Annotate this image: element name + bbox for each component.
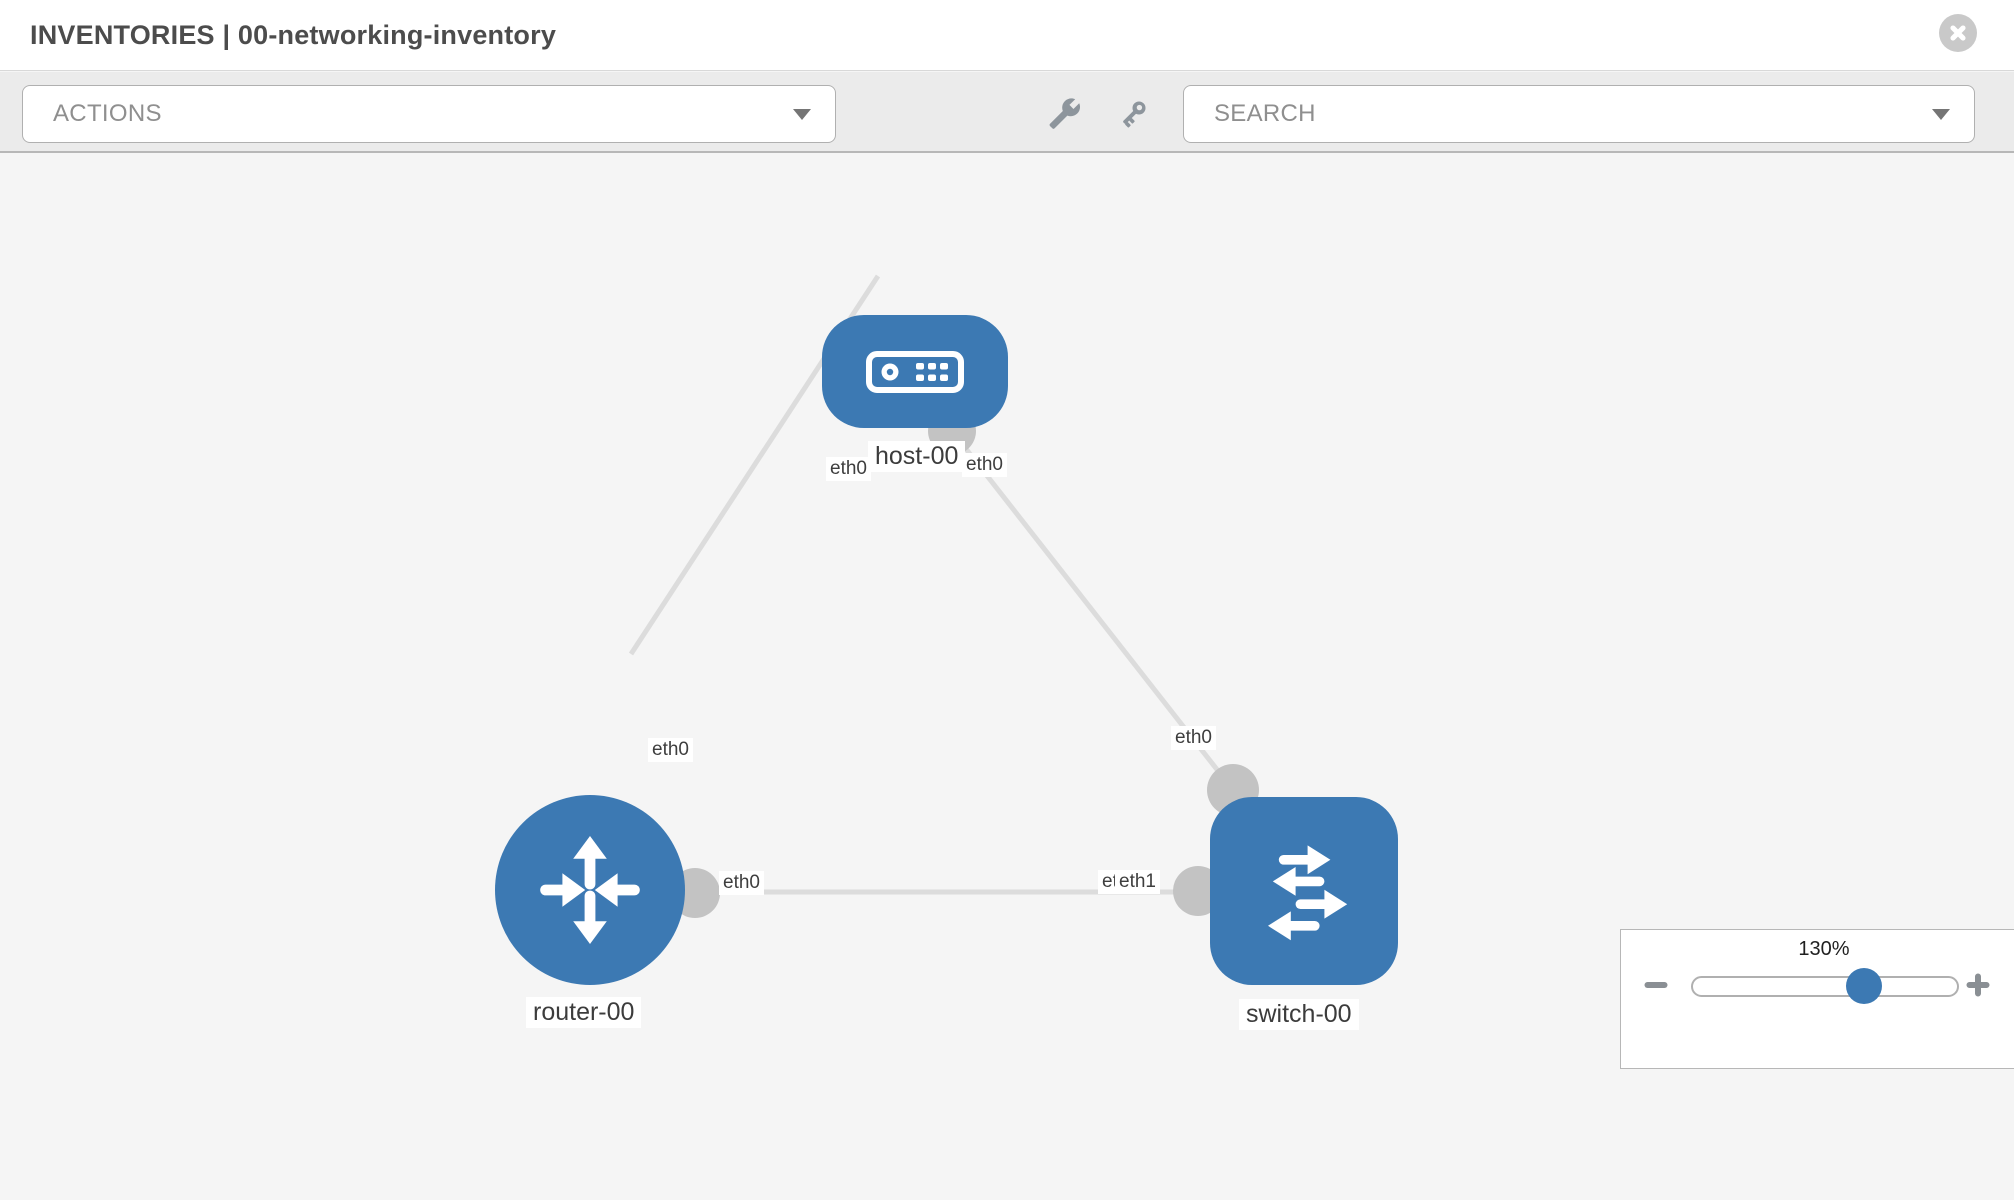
port-label-router-eth0-right: eth0: [719, 871, 764, 895]
node-label-router: router-00: [526, 997, 642, 1028]
node-label-host: host-00: [868, 441, 966, 472]
node-host[interactable]: [822, 315, 1008, 428]
zoom-level-value: 130%: [1798, 938, 1850, 960]
actions-dropdown[interactable]: ACTIONS: [22, 85, 836, 143]
close-icon: [1950, 25, 1966, 41]
wrench-icon: [1049, 98, 1081, 129]
search-dropdown[interactable]: SEARCH: [1183, 85, 1975, 143]
close-button[interactable]: [1939, 14, 1977, 52]
node-router[interactable]: [495, 795, 685, 985]
port-label-router-eth0-top: eth0: [648, 738, 693, 762]
search-input[interactable]: SEARCH: [1214, 100, 1316, 127]
key-icon: [1123, 101, 1146, 128]
zoom-out-button[interactable]: [1641, 970, 1671, 1000]
page-title: INVENTORIES | 00-networking-inventory: [30, 20, 557, 50]
configure-button[interactable]: [1047, 96, 1083, 132]
port-label-switch-eth0-top: eth0: [1171, 726, 1216, 750]
minus-icon: [1644, 982, 1668, 988]
actions-dropdown-label: ACTIONS: [53, 100, 162, 127]
switch-icon: [1268, 845, 1348, 941]
zoom-slider-track[interactable]: [1691, 968, 1959, 1004]
host-icon: [866, 350, 964, 393]
port-label-host-eth0-right: eth0: [962, 453, 1007, 477]
caret-down-icon: [793, 108, 811, 120]
toolbar: ACTIONS SEARCH: [0, 72, 2014, 153]
credentials-button[interactable]: [1115, 96, 1151, 132]
port-label-switch-eth1: eth1: [1115, 870, 1160, 894]
zoom-in-button[interactable]: [1963, 970, 1993, 1000]
port-label-host-eth0-left: eth0: [826, 457, 871, 481]
zoom-slider-thumb[interactable]: [1846, 968, 1882, 1004]
node-label-switch: switch-00: [1239, 999, 1359, 1030]
plus-icon: [1966, 973, 1990, 997]
router-icon: [540, 836, 640, 944]
caret-down-icon: [1932, 108, 1950, 120]
window-header: INVENTORIES | 00-networking-inventory: [0, 0, 2014, 71]
node-switch[interactable]: [1210, 797, 1398, 985]
zoom-panel: 130%: [1620, 929, 2014, 1069]
